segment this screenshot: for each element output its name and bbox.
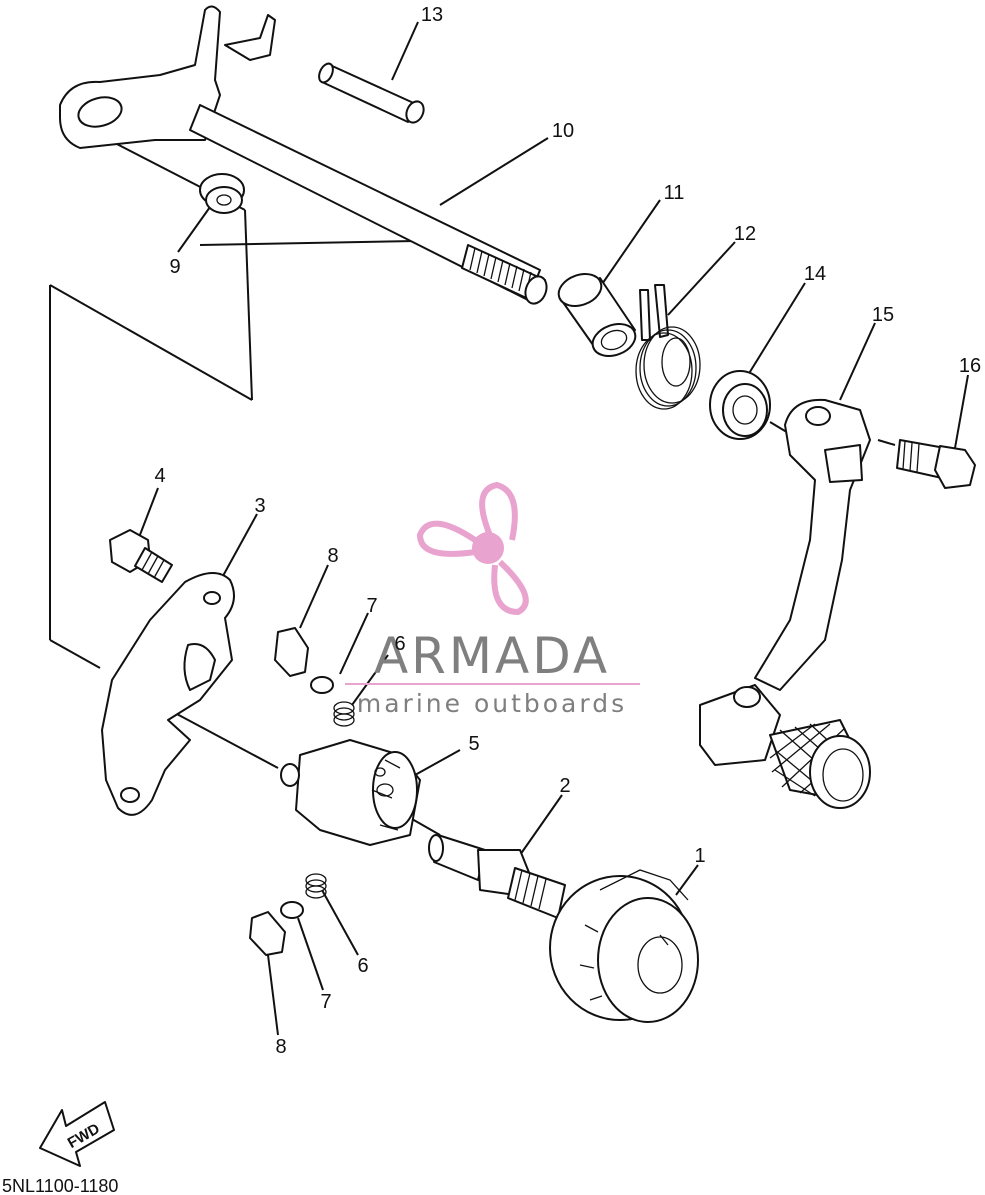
oil-seal-part-14 — [709, 370, 771, 440]
callout-6-lower: 6 — [357, 955, 368, 977]
callout-8-upper: 8 — [327, 545, 338, 567]
spring-part-12 — [635, 284, 701, 410]
callout-2: 2 — [559, 775, 570, 797]
callout-6-upper: 6 — [394, 633, 405, 655]
stopper-lever-part-3 — [101, 572, 235, 816]
callout-8-lower: 8 — [275, 1036, 286, 1058]
bush-part-9 — [199, 173, 245, 214]
leader-lines — [49, 21, 969, 1036]
bolt-part-2 — [428, 834, 566, 919]
shift-shaft-part-10 — [59, 5, 548, 305]
callout-7-lower: 7 — [320, 991, 331, 1013]
shift-pedal-part-15 — [699, 398, 871, 809]
callout-15: 15 — [872, 304, 894, 326]
callout-3: 3 — [254, 495, 265, 517]
collar-part-11 — [557, 273, 637, 357]
spring-part-6-lower — [305, 873, 327, 899]
drawing-code: 5NL1100-1180 — [2, 1176, 118, 1195]
callout-5: 5 — [468, 733, 479, 755]
callout-14: 14 — [804, 263, 826, 285]
pin-part-7-upper — [310, 676, 334, 694]
propeller-logo-icon — [416, 481, 529, 616]
callout-9: 9 — [169, 256, 180, 278]
callout-16: 16 — [959, 355, 981, 377]
callout-labels: 1 2 3 4 5 6 6 7 7 8 8 9 10 11 12 13 14 1… — [154, 4, 981, 1058]
pin-part-8-upper — [274, 627, 309, 677]
pin-part-13 — [318, 62, 425, 124]
armada-watermark: ARMADA marine outboards — [345, 481, 640, 718]
callout-1: 1 — [694, 845, 705, 867]
bolt-part-16 — [896, 439, 976, 489]
segment-part-5 — [280, 739, 421, 846]
spring-part-6-upper — [333, 701, 355, 727]
pin-part-7-lower — [280, 901, 304, 919]
callout-7-upper: 7 — [366, 595, 377, 617]
shift-drum-part-1 — [549, 869, 699, 1023]
pin-part-8-lower — [249, 911, 286, 956]
callout-10: 10 — [552, 120, 574, 142]
bolt-part-4 — [109, 529, 173, 583]
watermark-tagline: marine outboards — [357, 689, 627, 718]
callout-13: 13 — [421, 4, 443, 26]
forward-direction-arrow: FWD — [39, 1101, 115, 1167]
callout-4: 4 — [154, 465, 165, 487]
callout-11: 11 — [664, 182, 685, 204]
watermark-brand: ARMADA — [374, 627, 610, 685]
callout-12: 12 — [734, 223, 756, 245]
